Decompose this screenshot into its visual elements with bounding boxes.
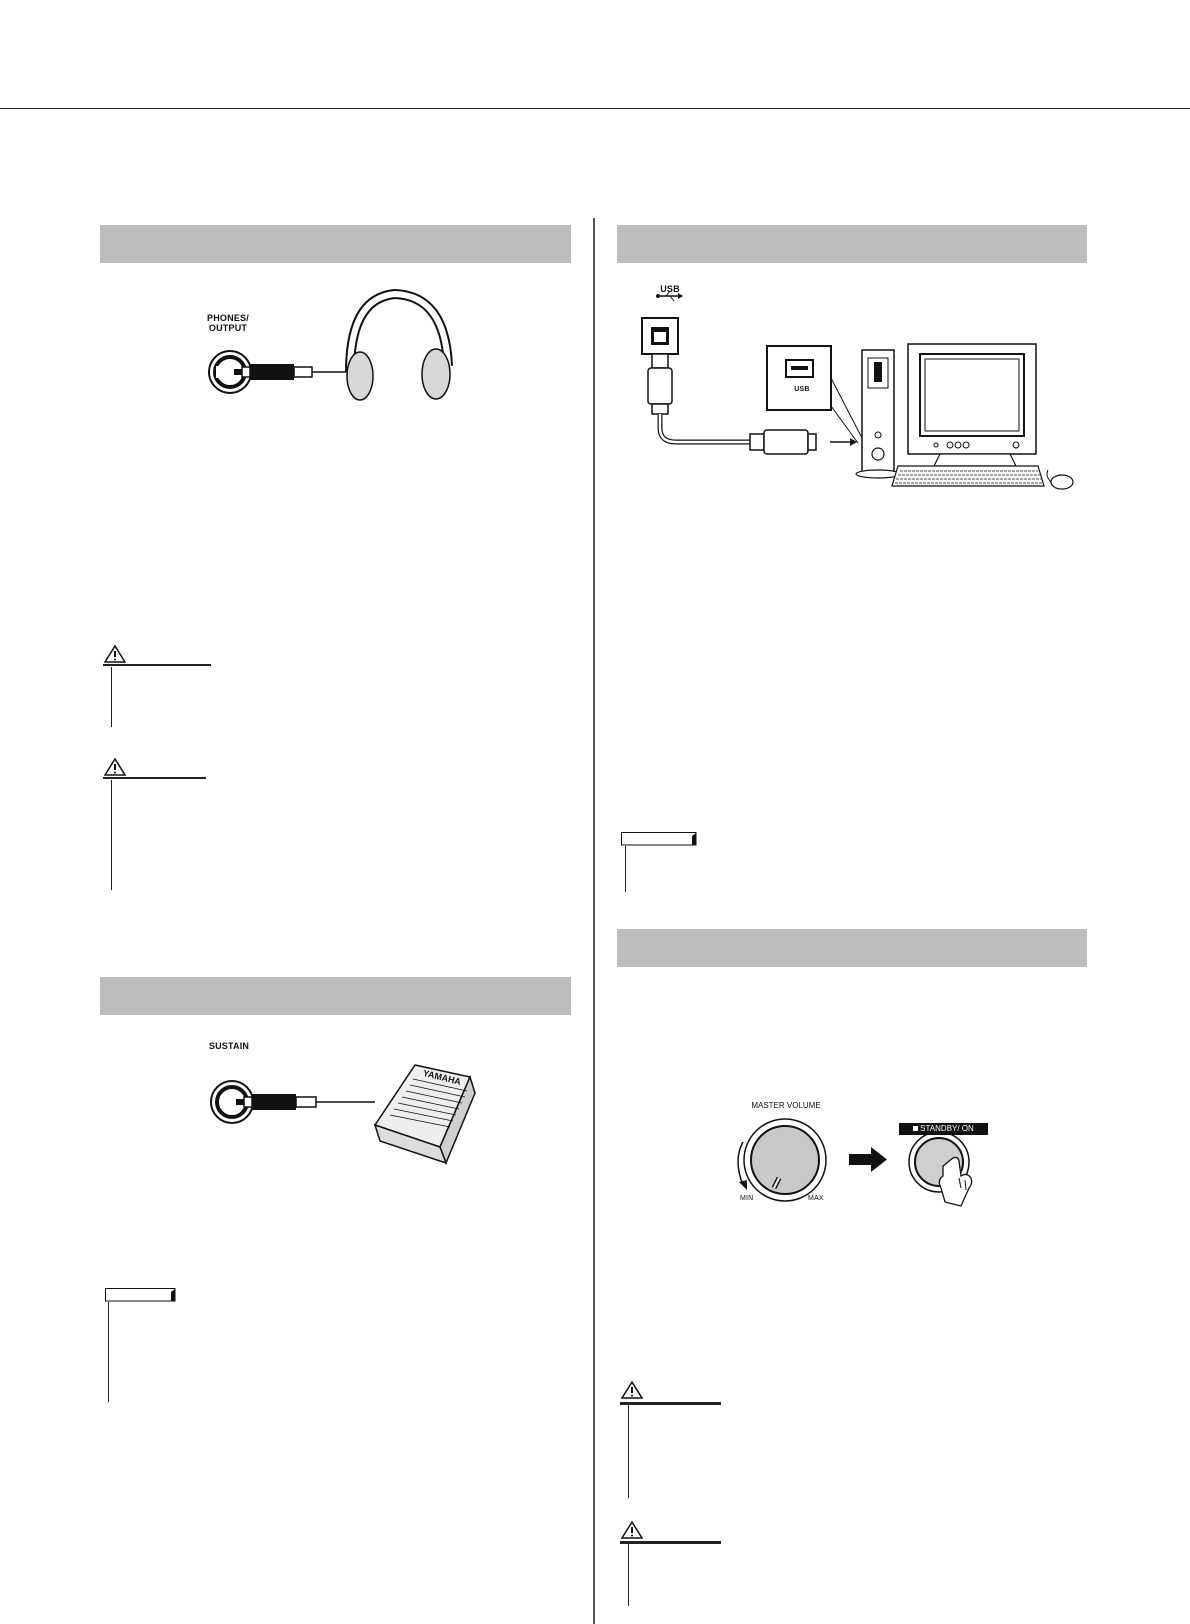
note-side-line: [108, 1302, 109, 1402]
usb-b-port-icon: [641, 317, 679, 355]
usb-connection-figure: [641, 290, 1074, 490]
caution-rule: [103, 664, 211, 666]
section-header-headphones: [100, 225, 571, 263]
note-tab-icon: [621, 832, 697, 846]
column-divider: [593, 218, 595, 1624]
master-volume-knob: [743, 1118, 827, 1202]
usb-cable-icon: [647, 353, 857, 455]
turn-down-arrow-icon: [737, 1141, 747, 1190]
right-arrow-icon: [849, 1147, 887, 1172]
section-header-power: [617, 929, 1087, 967]
min-label: MIN: [740, 1195, 754, 1202]
computer-tower-icon: [855, 349, 901, 479]
caution-side-line: [628, 1544, 629, 1606]
phones-output-label: PHONES/ OUTPUT: [207, 313, 249, 333]
caution-rule: [620, 1541, 721, 1544]
warning-triangle-icon: [620, 1380, 644, 1399]
note-tab-icon: [105, 1288, 176, 1302]
usb-port-label: USB: [660, 284, 680, 294]
headphones-connection-figure: [208, 288, 453, 401]
keyboard-icon: [891, 465, 1045, 487]
caution-side-line: [111, 667, 112, 727]
phones-jack-icon: [208, 350, 252, 394]
computer-usb-label: USB: [794, 386, 810, 393]
page-top-rule: [0, 108, 1190, 109]
phone-plug-icon: [236, 1094, 375, 1110]
power-on-figure: [737, 1118, 973, 1207]
sustain-connection-figure: YAMAHA: [210, 1064, 476, 1166]
foot-pedal-icon: YAMAHA: [373, 1064, 476, 1166]
warning-triangle-icon: [103, 757, 127, 776]
standby-on-label: STANDBY/ ON: [899, 1123, 988, 1135]
caution-rule: [620, 1402, 721, 1405]
max-label: MAX: [808, 1195, 824, 1202]
section-header-sustain: [100, 977, 571, 1015]
mouse-icon: [1046, 469, 1074, 490]
pressing-hand-icon: [938, 1156, 973, 1207]
warning-triangle-icon: [103, 644, 127, 663]
phone-plug-icon: [234, 364, 350, 380]
warning-triangle-icon: [620, 1520, 644, 1539]
master-volume-label: MASTER VOLUME: [751, 1101, 821, 1110]
usb-symbol-icon: [656, 290, 683, 302]
section-header-usb: [617, 225, 1087, 263]
standby-icon: [913, 1126, 919, 1131]
caution-side-line: [628, 1405, 629, 1498]
caution-side-line: [111, 780, 112, 890]
computer-usb-port-callout-icon: [766, 345, 863, 444]
headphones-icon: [345, 288, 453, 401]
computer-monitor-icon: [907, 343, 1037, 467]
sustain-label: SUSTAIN: [208, 1041, 250, 1051]
caution-rule: [103, 777, 206, 779]
note-side-line: [625, 846, 626, 892]
